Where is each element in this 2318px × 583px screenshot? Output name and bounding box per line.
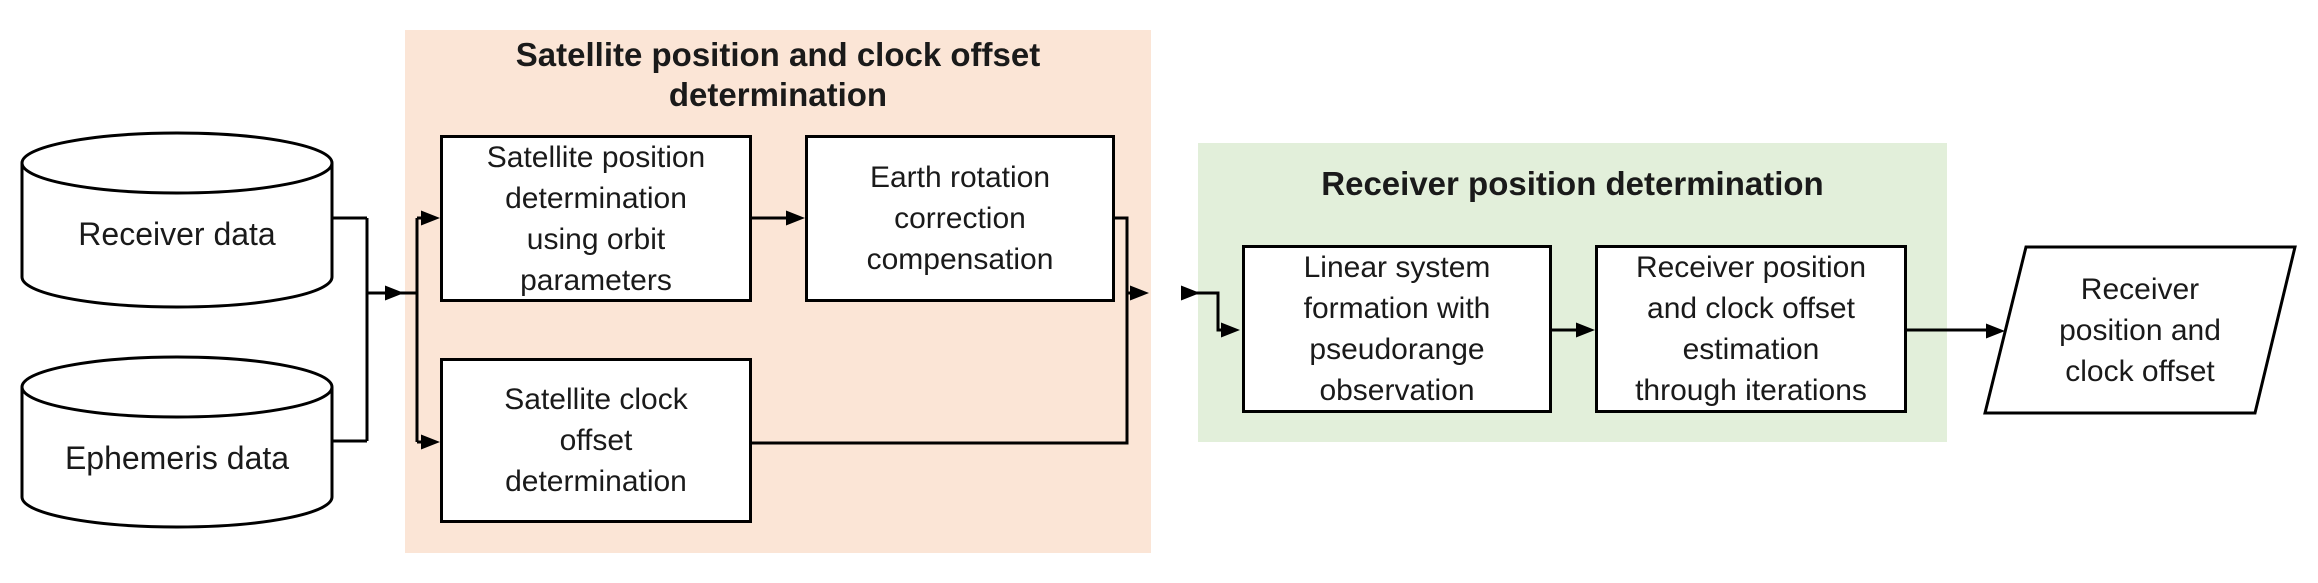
arrowheads — [385, 210, 2005, 450]
cylinder-ephemeris-data-label: Ephemeris data — [64, 440, 290, 476]
cylinder-receiver-data-label: Receiver data — [78, 216, 276, 252]
box-earth-rotation-correction-label: Earth rotation correction compensation — [866, 161, 1054, 276]
box-satellite-position-determination: Satellite position determination using o… — [440, 135, 752, 302]
box-satellite-clock-offset-label: Satellite clock offset determination — [504, 383, 688, 498]
box-linear-system-formation: Linear system formation with pseudorange… — [1242, 245, 1552, 413]
parallelogram-output-shape — [1983, 245, 2297, 415]
box-satellite-clock-offset: Satellite clock offset determination — [440, 358, 752, 523]
group-title-receiver: Receiver position determination — [1321, 165, 1824, 202]
box-receiver-position-estimation-label: Receiver position and clock offset estim… — [1635, 251, 1867, 407]
box-satellite-position-determination-label: Satellite position determination using o… — [486, 140, 706, 297]
cylinder-ephemeris-data-shape — [20, 355, 334, 529]
cylinder-receiver-data-shape — [20, 131, 334, 309]
parallelogram-output-label: Receiver position and clock offset — [2059, 272, 2221, 388]
group-title-satellite: Satellite position and clock offset dete… — [515, 36, 1041, 113]
box-earth-rotation-correction: Earth rotation correction compensation — [805, 135, 1115, 302]
box-receiver-position-estimation: Receiver position and clock offset estim… — [1595, 245, 1907, 413]
box-linear-system-formation-label: Linear system formation with pseudorange… — [1303, 251, 1491, 407]
